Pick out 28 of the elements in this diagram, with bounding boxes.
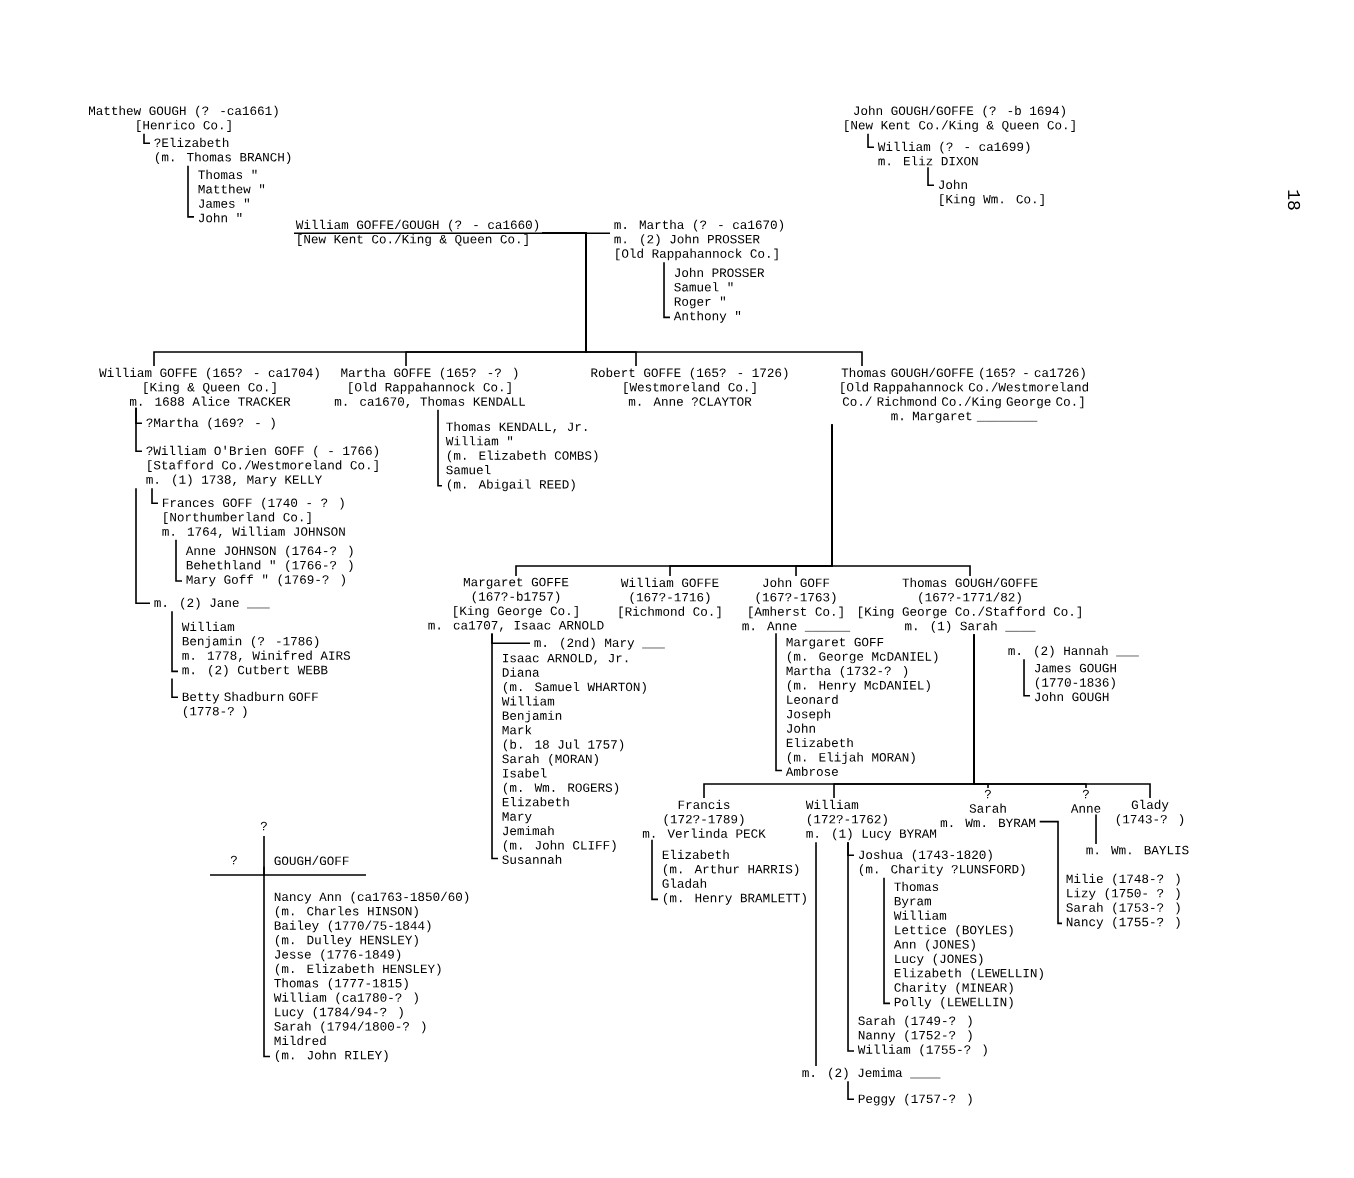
lineage-line (1095, 813, 1097, 845)
lineage-line (651, 838, 659, 901)
page-number: 18 (1287, 190, 1301, 210)
lineage-line (175, 538, 183, 582)
lineage-line (1038, 820, 1063, 925)
lineage-line (437, 408, 443, 487)
lineage-line (973, 633, 1151, 799)
lineage-line (151, 487, 159, 504)
lineage-line (491, 632, 499, 860)
lineage-line (867, 132, 875, 148)
lineage-line (187, 164, 195, 218)
lineage-line (775, 632, 783, 772)
lineage-line (263, 866, 271, 1058)
lineage-line (847, 841, 855, 1052)
lineage-line (541, 232, 863, 367)
lineage-line (927, 166, 935, 186)
lineage-line (135, 406, 143, 452)
lineage-line (831, 423, 971, 577)
lineage-line (135, 487, 151, 604)
marriage-line (293, 232, 611, 234)
lineage-line (143, 132, 151, 144)
lineage-line (1023, 658, 1031, 697)
lineage-line (663, 261, 671, 319)
lineage-line (171, 677, 179, 698)
lineage-line (815, 841, 817, 1067)
lineage-line (883, 876, 891, 1005)
lineage-line (171, 610, 179, 673)
lineage-line (847, 1080, 855, 1100)
